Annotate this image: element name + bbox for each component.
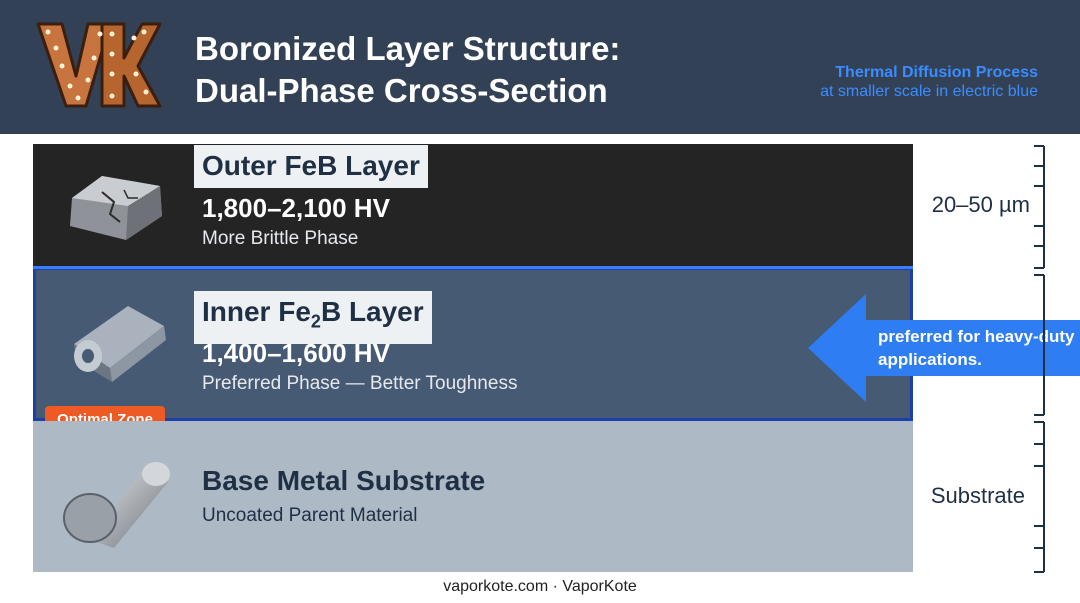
callout-arrow-text: preferred for heavy-duty applications. xyxy=(878,327,1075,369)
outer-layer-name: Outer FeB Layer xyxy=(194,145,428,188)
title-line-1: Boronized Layer Structure: xyxy=(195,30,621,67)
thickness-scale xyxy=(1034,145,1045,573)
outer-feb-layer xyxy=(33,144,913,267)
process-note: Thermal Diffusion Process at smaller sca… xyxy=(820,63,1038,101)
inner-layer-hardness: 1,400–1,600 HV xyxy=(202,338,390,368)
base-layer-desc: Uncoated Parent Material xyxy=(202,505,418,526)
inner-layer-name-prefix: Inner Fe xyxy=(202,296,311,327)
note-line-1: Thermal Diffusion Process xyxy=(835,64,1038,81)
metal-bar-icon xyxy=(74,306,166,382)
footer-credit: vaporkote.com · VaporKote xyxy=(443,578,637,595)
vk-logo xyxy=(36,22,162,108)
header-banner: Boronized Layer Structure: Dual-Phase Cr… xyxy=(0,0,1080,134)
inner-layer-desc: Preferred Phase — Better Toughness xyxy=(202,373,518,394)
title-line-2: Dual-Phase Cross-Section xyxy=(195,72,608,109)
thickness-label: 20–50 µm xyxy=(931,192,1030,217)
outer-layer-hardness: 1,800–2,100 HV xyxy=(202,193,390,223)
layer-boundary-line xyxy=(33,266,913,269)
substrate-label: Substrate xyxy=(930,483,1025,508)
metal-cylinder-icon xyxy=(63,462,170,548)
base-layer-name: Base Metal Substrate xyxy=(202,465,486,496)
note-line-2: at smaller scale in electric blue xyxy=(820,83,1038,100)
page-title: Boronized Layer Structure: Dual-Phase Cr… xyxy=(195,28,620,112)
cracked-metal-block-icon xyxy=(70,176,162,240)
callout-arrow xyxy=(808,294,1080,402)
inner-layer-name-subscript: 2 xyxy=(310,311,321,332)
inner-layer-name: Inner Fe2B Layer xyxy=(194,291,432,344)
inner-layer-name-suffix: B Layer xyxy=(320,296,424,327)
outer-layer-desc: More Brittle Phase xyxy=(202,228,359,249)
base-substrate-layer xyxy=(33,421,913,572)
